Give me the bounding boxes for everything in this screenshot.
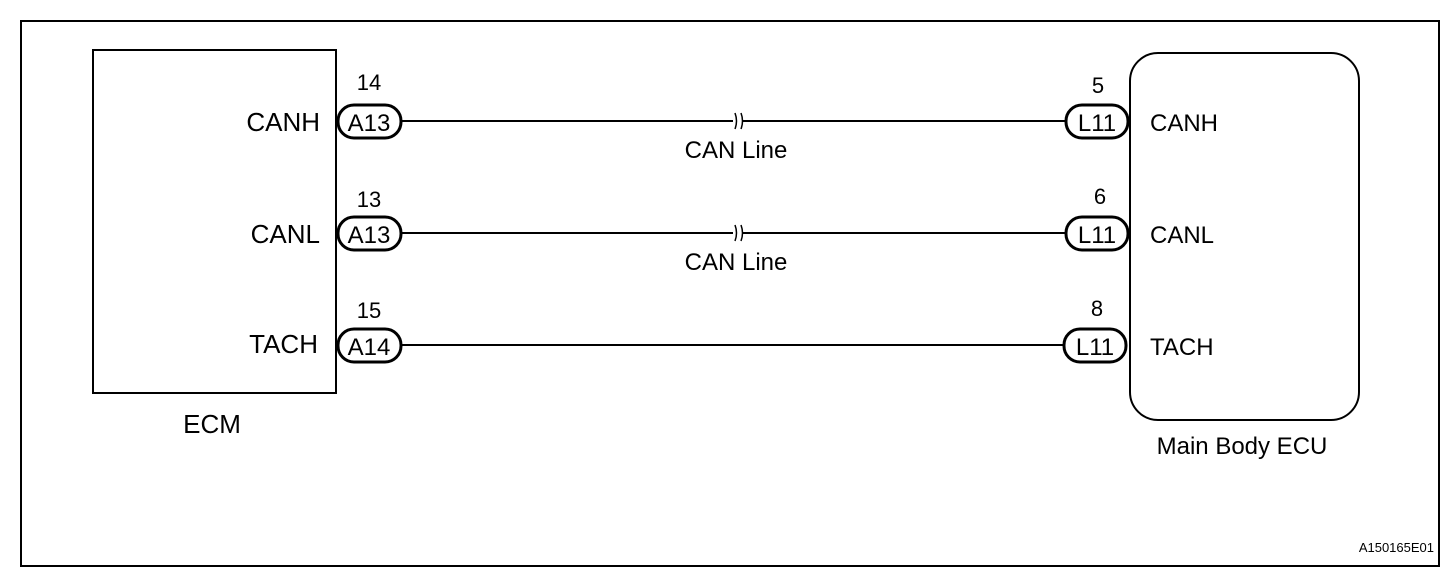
ecm-box [92, 49, 337, 394]
body-ecu-name: Main Body ECU [1157, 433, 1328, 460]
body-pin-number-canl: 6 [1094, 184, 1106, 209]
ecm-connector-label-canh: A13 [348, 110, 391, 137]
wire-row-canl: CANL 13 A13 CAN Line 6 L11 CANL [251, 184, 1214, 276]
figure-id: A150165E01 [1359, 540, 1434, 555]
ecm-name: ECM [183, 409, 241, 439]
body-connector-canl [1064, 215, 1130, 252]
ecm-pin-number-canh: 14 [357, 70, 381, 95]
body-pin-label-canh: CANH [1150, 110, 1218, 137]
diagram-frame [20, 20, 1440, 567]
wire-label-canl: CAN Line [685, 249, 788, 276]
twist-mark-canl [733, 224, 744, 242]
body-pin-number-tach: 8 [1091, 296, 1103, 321]
ecm-pin-number-tach: 15 [357, 298, 381, 323]
body-pin-label-canl: CANL [1150, 222, 1214, 249]
body-connector-label-canh: L11 [1078, 110, 1116, 137]
body-connector-tach [1062, 327, 1128, 364]
body-ecu-box [1129, 52, 1360, 421]
ecm-connector-label-tach: A14 [348, 334, 391, 361]
body-pin-number-canh: 5 [1092, 73, 1104, 98]
wire-label-canh: CAN Line [685, 137, 788, 164]
body-connector-label-canl: L11 [1078, 222, 1116, 249]
ecm-pin-label-tach: TACH [249, 329, 318, 359]
twist-mark-canh [733, 112, 744, 130]
wire-row-canh: CANH 14 A13 CAN Line 5 L11 CANH [246, 70, 1218, 164]
ecm-connector-label-canl: A13 [348, 222, 391, 249]
body-connector-canh [1064, 103, 1130, 140]
body-pin-label-tach: TACH [1150, 334, 1214, 361]
wire-row-tach: TACH 15 A14 8 L11 TACH [249, 296, 1214, 364]
ecm-pin-number-canl: 13 [357, 187, 381, 212]
body-connector-label-tach: L11 [1076, 334, 1114, 361]
ecm-pin-label-canl: CANL [251, 219, 320, 249]
ecm-pin-label-canh: CANH [246, 107, 320, 137]
